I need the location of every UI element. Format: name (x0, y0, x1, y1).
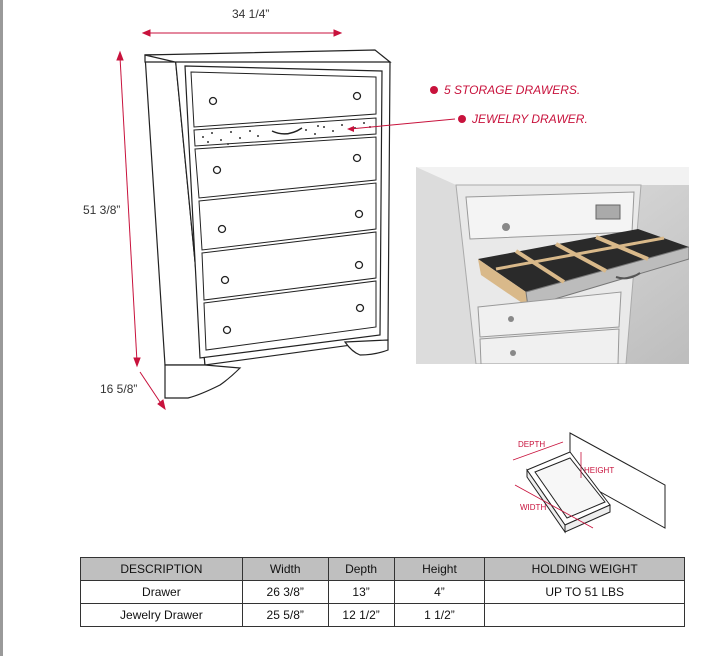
drawer-fronts (190, 71, 377, 351)
width-diagram-label: WIDTH (520, 503, 547, 512)
jewelry-drawer-texture (202, 122, 371, 145)
cell-height: 1 1/2” (393, 603, 486, 627)
cell-description: Drawer (80, 580, 243, 604)
width-dimension-label: 34 1/4” (232, 7, 270, 21)
header-depth: Depth (327, 557, 395, 581)
chest-feet (164, 339, 389, 399)
cell-holding-weight (484, 603, 685, 627)
jewelry-drawer-callout: JEWELRY DRAWER. (458, 112, 588, 126)
callout-pointer (349, 118, 456, 130)
cell-holding-weight: UP TO 51 LBS (484, 580, 685, 604)
header-width: Width (241, 557, 329, 581)
drawer-dimension-diagram (512, 432, 666, 534)
specifications-table: DESCRIPTION Width Depth Height HOLDING W… (80, 557, 685, 627)
table-row: Drawer 26 3/8” 13” 4” UP TO 51 LBS (80, 580, 685, 604)
jewelry-drawer-handle (271, 127, 303, 135)
bullet-dot-icon (430, 86, 438, 94)
jewelry-drawer-photo (416, 167, 689, 364)
cell-depth: 13” (327, 580, 395, 604)
height-diagram-label: HEIGHT (584, 466, 615, 475)
cell-description: Jewelry Drawer (80, 603, 243, 627)
chest-drawing (116, 29, 456, 411)
header-description: DESCRIPTION (80, 557, 243, 581)
drawer-knobs (208, 91, 365, 335)
cell-depth: 12 1/2” (327, 603, 395, 627)
header-holding-weight: HOLDING WEIGHT (484, 557, 685, 581)
cell-width: 25 5/8” (241, 603, 329, 627)
table-row: Jewelry Drawer 25 5/8” 12 1/2” 1 1/2” (80, 603, 685, 627)
jewelry-drawer-text: JEWELRY DRAWER. (472, 112, 588, 126)
page-edge-rule (0, 0, 3, 656)
depth-diagram-label: DEPTH (518, 440, 546, 449)
storage-drawers-text: 5 STORAGE DRAWERS. (444, 83, 581, 97)
bullet-dot-icon (458, 115, 466, 123)
header-height: Height (393, 557, 486, 581)
depth-dimension-label: 16 5/8” (100, 382, 138, 396)
table-header-row: DESCRIPTION Width Depth Height HOLDING W… (80, 557, 685, 581)
dimension-arrows (116, 29, 343, 411)
cell-height: 4” (393, 580, 486, 604)
height-dimension-label: 51 3/8” (83, 203, 121, 217)
cell-width: 26 3/8” (241, 580, 329, 604)
storage-drawers-callout: 5 STORAGE DRAWERS. (430, 83, 580, 97)
